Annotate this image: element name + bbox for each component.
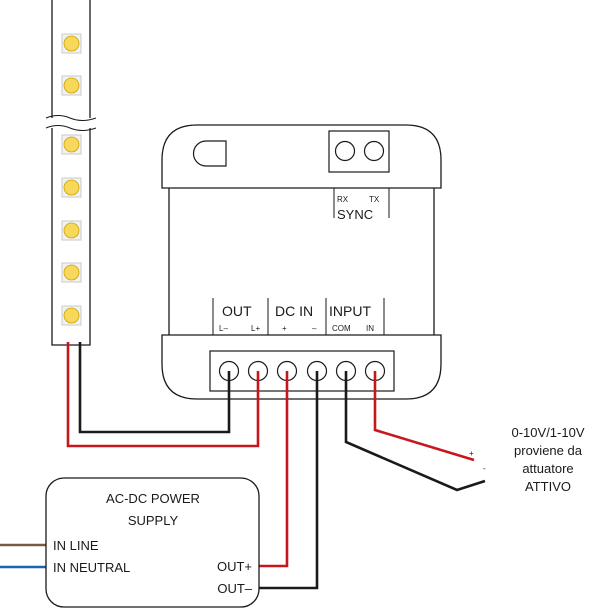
psu-in-neutral-label: IN NEUTRAL: [53, 560, 130, 575]
strip-break-mark: [45, 115, 97, 121]
signal-plus-label: +: [469, 449, 474, 458]
power-supply: AC-DC POWER SUPPLY IN LINE IN NEUTRAL OU…: [45, 477, 260, 608]
controller-slot: [192, 140, 227, 167]
controller: RX TX SYNC OUT DC IN INPUT L– L+ + – COM…: [161, 124, 442, 400]
wire-led-red: [66, 342, 260, 448]
signal-minus-label: -: [483, 464, 486, 473]
sync-terminal-tx: [363, 140, 385, 162]
led-dot: [63, 179, 80, 196]
wire-signal-com-black: [344, 371, 486, 492]
terminal-label-l-plus: L+: [251, 324, 260, 333]
led-dot: [63, 136, 80, 153]
psu-in-line-label: IN LINE: [53, 538, 99, 553]
out-group-title: OUT: [222, 303, 252, 319]
signal-text-line2: proviene da: [514, 443, 583, 458]
terminal-label-dc-minus: –: [312, 324, 317, 333]
psu-out-minus-label: OUT–: [217, 581, 252, 596]
wire-signal-in-red: [373, 371, 475, 462]
led-strip: [45, 0, 97, 346]
sync-rx-label: RX: [337, 195, 349, 204]
signal-text-line4: ATTIVO: [525, 479, 571, 494]
dcin-group-title: DC IN: [275, 303, 313, 319]
psu-title-line2: SUPPLY: [128, 513, 179, 528]
led-dot: [63, 264, 80, 281]
psu-title-line1: AC-DC POWER: [106, 491, 200, 506]
signal-text-line1: 0-10V/1-10V: [512, 425, 585, 440]
input-group-title: INPUT: [329, 303, 371, 319]
led-dot: [63, 222, 80, 239]
led-dot: [63, 77, 80, 94]
wire-led-black: [78, 342, 231, 434]
terminal-label-com: COM: [332, 324, 351, 333]
wires: [0, 342, 486, 590]
terminal-label-l-minus: L–: [219, 324, 228, 333]
terminal-label-in: IN: [366, 324, 374, 333]
sync-tx-label: TX: [369, 195, 380, 204]
led-dot: [63, 307, 80, 324]
strip-break-mark: [45, 125, 97, 131]
terminal-label-dc-plus: +: [282, 324, 287, 333]
power-supply-box: [45, 477, 260, 608]
terminal-block: [209, 350, 395, 392]
signal-text-line3: attuatore: [522, 461, 573, 476]
wire-psu-minus-black: [258, 371, 319, 590]
sync-title: SYNC: [337, 207, 373, 222]
wire-psu-plus-red: [258, 371, 289, 568]
sync-terminal-rx: [334, 140, 356, 162]
led-dot: [63, 35, 80, 52]
psu-out-plus-label: OUT+: [217, 559, 252, 574]
